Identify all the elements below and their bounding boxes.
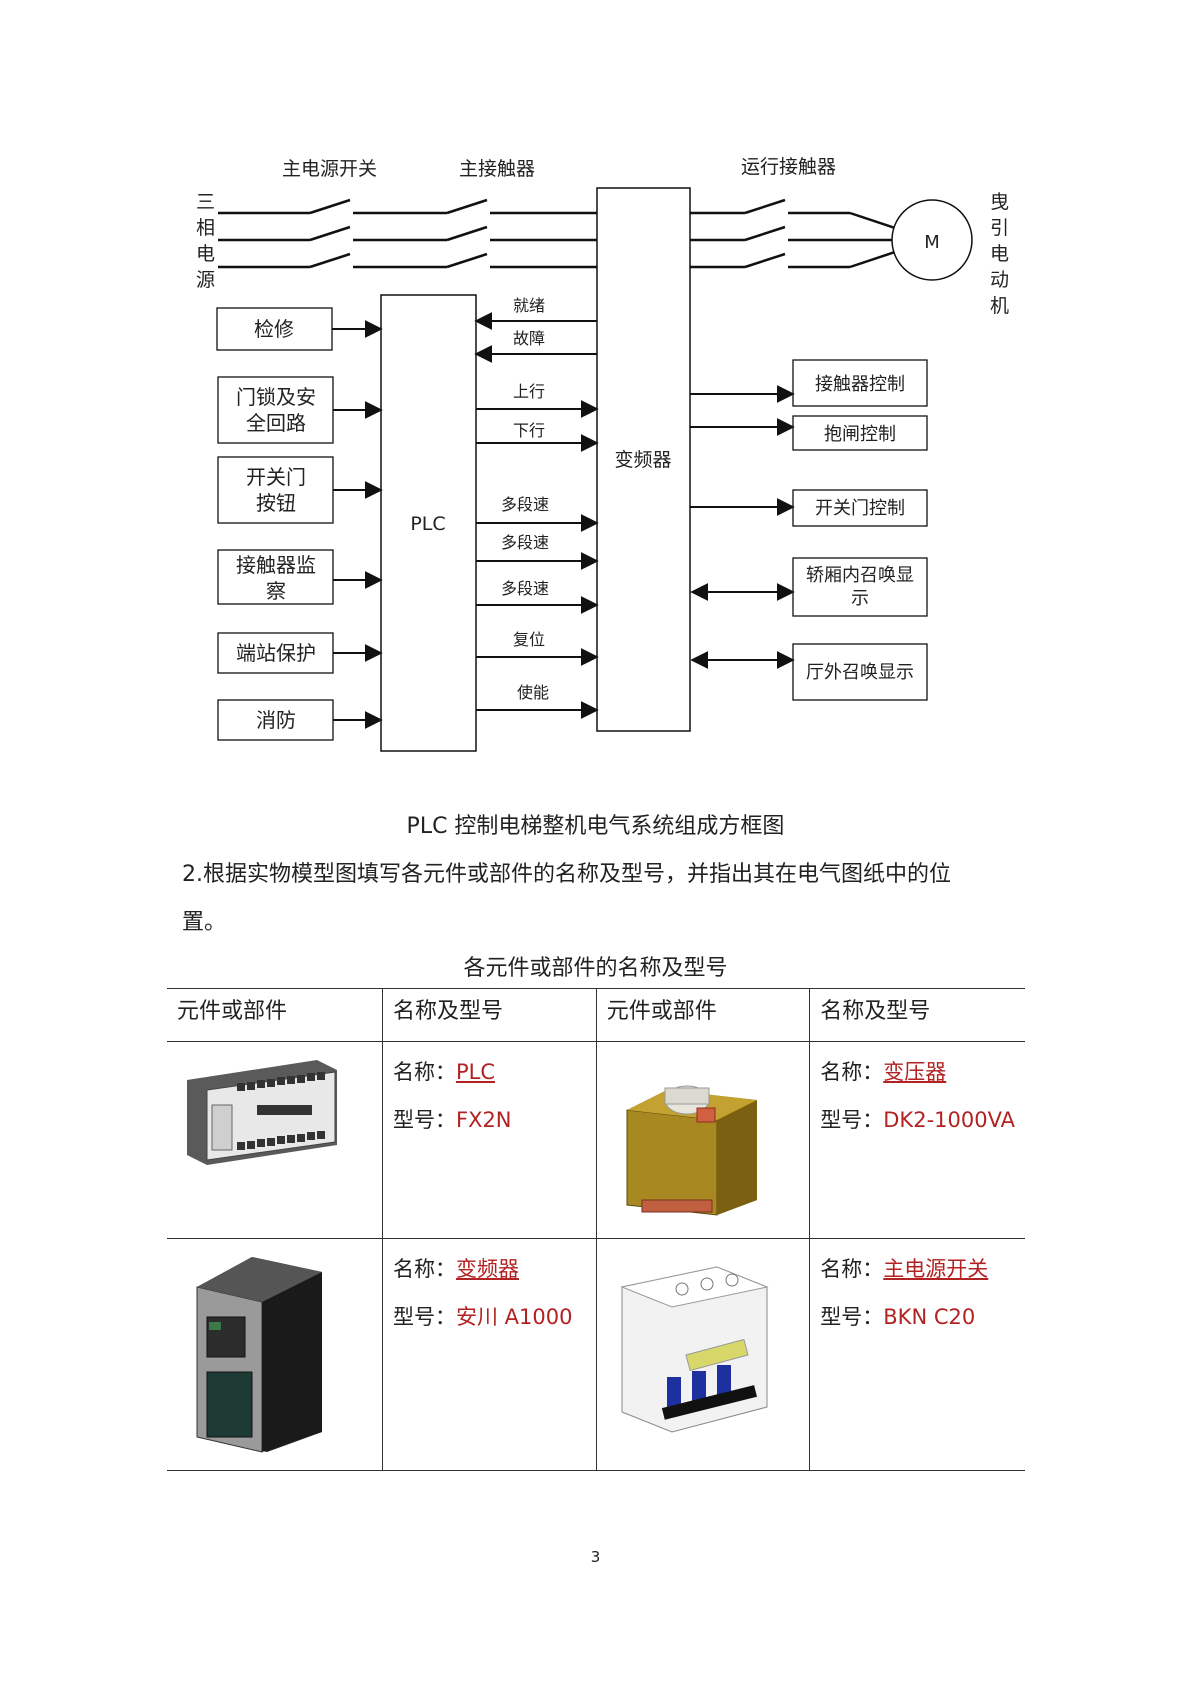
- run-contactor-label: 运行接触器: [741, 156, 836, 178]
- circuit-breaker-image: [619, 1266, 769, 1433]
- circuit-breaker-image-cell: [595, 1238, 810, 1471]
- table-row: 名称：PLC 型号：FX2N 名称：变压器 型号：DK2-1000VA: [167, 1041, 1025, 1239]
- svg-text:电: 电: [990, 243, 1009, 265]
- table-header: 元件或部件: [167, 988, 383, 1042]
- main-contactor-label: 主接触器: [459, 158, 535, 180]
- input-label: 端站保护: [236, 641, 316, 665]
- output-label: 示: [851, 588, 869, 609]
- output-label: 厅外召唤显示: [806, 662, 914, 683]
- plc-image: [187, 1060, 337, 1165]
- svg-text:电: 电: [196, 243, 215, 265]
- output-labels: 接触器控制 抱闸控制 开关门控制 轿厢内召唤显 示 厅外召唤显示: [806, 374, 914, 683]
- signal-label: 下行: [513, 421, 545, 440]
- inverter-block: [596, 187, 691, 732]
- plc-block-label: PLC: [410, 513, 445, 535]
- output-block: [792, 415, 928, 451]
- plc-info-cell: 名称：PLC 型号：FX2N: [381, 1041, 597, 1239]
- parts-table: 元件或部件 名称及型号 元件或部件 名称及型号 名称: [167, 988, 1025, 1471]
- signal-label: 多段速: [501, 579, 549, 598]
- plc-model: FX2N: [455, 1108, 512, 1132]
- transformer-image: [626, 1085, 757, 1216]
- plc-to-vfd-labels: 上行 下行 多段速 多段速 多段速 复位 使能: [501, 382, 549, 702]
- output-block: [792, 643, 928, 701]
- svg-text:源: 源: [196, 269, 215, 291]
- inverter-name: 变频器: [455, 1257, 519, 1281]
- table-title: 各元件或部件的名称及型号: [463, 956, 728, 981]
- signal-label: 上行: [513, 382, 545, 401]
- plc-image-cell: [167, 1041, 383, 1239]
- input-label: 全回路: [246, 411, 306, 435]
- input-blocks: [216, 307, 334, 741]
- inverter-block-label: 变频器: [614, 449, 671, 471]
- motor-symbol-label: M: [924, 232, 940, 253]
- table-header: 元件或部件: [595, 988, 810, 1042]
- signal-label: 复位: [513, 630, 545, 649]
- table-header-row: 元件或部件 名称及型号 元件或部件 名称及型号: [167, 988, 1025, 1042]
- output-block: [792, 489, 928, 527]
- input-block: [217, 549, 334, 605]
- svg-text:相: 相: [196, 217, 215, 239]
- svg-text:引: 引: [990, 217, 1009, 239]
- motor-symbol: [891, 199, 973, 281]
- input-label: 消防: [256, 708, 296, 732]
- three-phase-source-label: 三 相 电 源: [196, 191, 215, 291]
- signal-label: 就绪: [513, 296, 545, 315]
- vfd-to-plc-arrows: [474, 312, 597, 363]
- table-header: 名称及型号: [381, 988, 597, 1042]
- circuit-breaker-model: BKN C20: [883, 1305, 976, 1329]
- question-line-1: 2.根据实物模型图填写各元件或部件的名称及型号，并指出其在电气图纸中的位: [182, 862, 951, 887]
- circuit-breaker-name: 主电源开关: [883, 1257, 989, 1281]
- input-label: 检修: [254, 317, 294, 341]
- output-block: [792, 359, 928, 407]
- transformer-model: DK2-1000VA: [883, 1108, 1015, 1132]
- input-block: [217, 699, 334, 741]
- signal-label: 使能: [517, 683, 549, 702]
- output-label: 轿厢内召唤显: [806, 565, 914, 586]
- inverter-image: [196, 1257, 322, 1453]
- inverter-model: 安川 A1000: [455, 1305, 573, 1329]
- output-arrows: [690, 385, 795, 669]
- output-blocks: [792, 359, 928, 701]
- figure-caption: PLC 控制电梯整机电气系统组成方框图: [406, 814, 785, 839]
- signal-label: 多段速: [501, 533, 549, 552]
- input-arrows: [332, 320, 383, 729]
- plc-name: PLC: [455, 1060, 496, 1084]
- input-label: 察: [266, 579, 286, 603]
- traction-motor-label: 曳 引 电 动 机: [990, 191, 1009, 317]
- circuit-breaker-info-cell: 名称：主电源开关 型号：BKN C20: [809, 1238, 1025, 1471]
- svg-text:动: 动: [990, 269, 1009, 291]
- svg-text:曳: 曳: [990, 191, 1009, 213]
- page-number: 3: [590, 1548, 601, 1566]
- vfd-to-plc-labels: 就绪 故障: [513, 296, 545, 348]
- svg-text:三: 三: [196, 191, 215, 213]
- question-line-2: 置。: [182, 910, 227, 935]
- svg-text:机: 机: [990, 295, 1009, 317]
- signal-label: 多段速: [501, 495, 549, 514]
- power-lines: [218, 198, 896, 269]
- input-label: 按钮: [256, 491, 296, 515]
- transformer-image-cell: [595, 1041, 810, 1239]
- elevator-block-diagram: 主电源开关 主接触器 运行接触器 三 相 电 源 曳 引 电 动 机: [196, 156, 1009, 752]
- plc-to-vfd-arrows: [476, 400, 599, 719]
- output-label: 开关门控制: [815, 498, 905, 519]
- input-labels: 检修 门锁及安 全回路 开关门 按钮 接触器监 察 端站保护 消防: [236, 317, 316, 732]
- inverter-info-cell: 名称：变频器 型号：安川 A1000: [381, 1238, 597, 1471]
- output-label: 抱闸控制: [824, 424, 896, 445]
- table-row: 名称：变频器 型号：安川 A1000 名称：主电源开关 型号：BKN C20: [167, 1238, 1025, 1471]
- input-block: [217, 376, 334, 444]
- signal-label: 故障: [513, 329, 545, 348]
- main-switch-label: 主电源开关: [282, 158, 377, 180]
- inverter-image-cell: [167, 1238, 383, 1471]
- table-header: 名称及型号: [809, 988, 1025, 1042]
- output-block: [792, 557, 928, 617]
- transformer-info-cell: 名称：变压器 型号：DK2-1000VA: [809, 1041, 1025, 1239]
- input-label: 门锁及安: [236, 385, 316, 409]
- output-label: 接触器控制: [815, 374, 905, 395]
- input-label: 接触器监: [236, 553, 316, 577]
- input-label: 开关门: [246, 465, 306, 489]
- plc-block: [380, 294, 477, 752]
- transformer-name: 变压器: [883, 1060, 947, 1084]
